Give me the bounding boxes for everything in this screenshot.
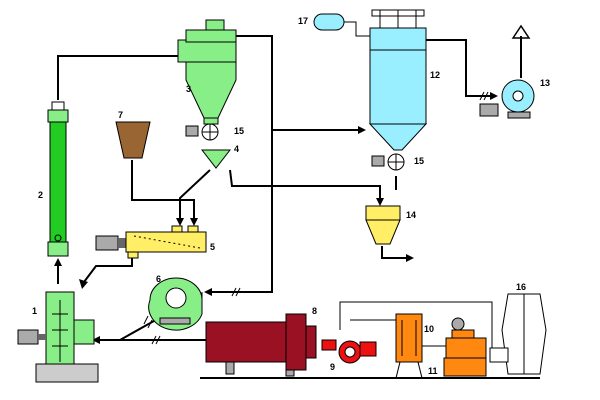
pipe-dryer-to-cyclone <box>57 55 178 100</box>
mill-motor <box>17 329 39 345</box>
label-3: 3 <box>186 84 191 94</box>
cyclone-inlet-box <box>177 39 237 63</box>
arrow-into-mill <box>79 279 88 289</box>
arrow-hopper-out <box>406 254 414 262</box>
valves <box>143 91 489 345</box>
valve-marker <box>235 287 241 297</box>
mill-base <box>35 363 99 383</box>
valve-marker <box>151 335 157 345</box>
arrow-into-mill-from-fan <box>92 336 100 344</box>
label-8: 8 <box>312 306 317 316</box>
pipe-cyclone-exit-to-fan <box>212 35 273 293</box>
rotary-valve-15a <box>185 123 219 141</box>
fan-6 <box>148 277 203 331</box>
splitter-4 <box>200 149 232 169</box>
arrow-up-column <box>54 258 62 266</box>
rotary-valve-15b <box>371 153 405 171</box>
label-4: 4 <box>234 144 239 154</box>
furnace-8 <box>200 313 540 379</box>
label-9: 9 <box>330 362 335 372</box>
receiver-17 <box>313 13 370 37</box>
pump-unit-11 <box>443 317 487 377</box>
label-17: 17 <box>298 16 308 26</box>
label-10: 10 <box>424 324 434 334</box>
valve-marker <box>147 319 153 329</box>
valve-marker <box>155 335 161 345</box>
bagfilter-12 <box>368 9 428 151</box>
hopper-14 <box>365 205 401 245</box>
pipe-splitter-to-screw <box>179 169 211 222</box>
circuit-top <box>339 301 493 350</box>
arrow-into-screw-b <box>190 218 198 226</box>
label-11: 11 <box>428 366 438 376</box>
arrow-into-fan13 <box>490 92 498 100</box>
arrow-into-screw-a <box>176 218 184 226</box>
mill-coupling <box>38 334 46 340</box>
label-6: 6 <box>156 274 161 284</box>
label-2: 2 <box>38 190 43 200</box>
valve-marker <box>483 91 489 101</box>
screw-motor <box>95 235 119 251</box>
mill-1 <box>17 291 99 383</box>
valve-marker <box>143 315 149 325</box>
label-13: 13 <box>540 78 550 88</box>
valve-marker <box>231 287 237 297</box>
pipe-bin-to-screw <box>131 160 195 222</box>
label-1: 1 <box>32 306 37 316</box>
tank-16 <box>489 293 547 375</box>
screw-feeder-5 <box>95 225 207 259</box>
bagfilter-body <box>369 49 427 125</box>
column-body <box>49 121 67 243</box>
label-12: 12 <box>430 70 440 80</box>
pipe-screw-to-mill <box>83 252 133 283</box>
furnace-shell <box>205 321 293 363</box>
bin-7 <box>115 121 151 159</box>
label-15a: 15 <box>234 126 244 136</box>
exhaust-arrow <box>511 24 531 39</box>
arrow-into-bagfilter <box>358 126 366 134</box>
burner-9 <box>321 339 377 364</box>
screw-body <box>125 231 207 253</box>
label-7: 7 <box>118 110 123 120</box>
pipe-splitter-to-hopper <box>229 169 381 200</box>
arrow-into-hopper <box>376 198 384 206</box>
pipes <box>54 24 531 350</box>
cyclone-cone <box>185 61 237 119</box>
label-16: 16 <box>516 282 526 292</box>
tank-10 <box>395 313 423 379</box>
pipe-hopper-out <box>381 246 408 259</box>
column-2 <box>47 101 69 257</box>
fan-13 <box>479 79 535 119</box>
pipe-filter-to-fan13 <box>425 39 492 97</box>
valve-marker <box>479 91 485 101</box>
arrow-into-fan6 <box>204 288 212 296</box>
mill-side-inlet <box>73 319 95 345</box>
label-15b: 15 <box>414 156 424 166</box>
label-14: 14 <box>406 210 416 220</box>
label-5: 5 <box>210 242 215 252</box>
cyclone-3 <box>177 19 237 125</box>
